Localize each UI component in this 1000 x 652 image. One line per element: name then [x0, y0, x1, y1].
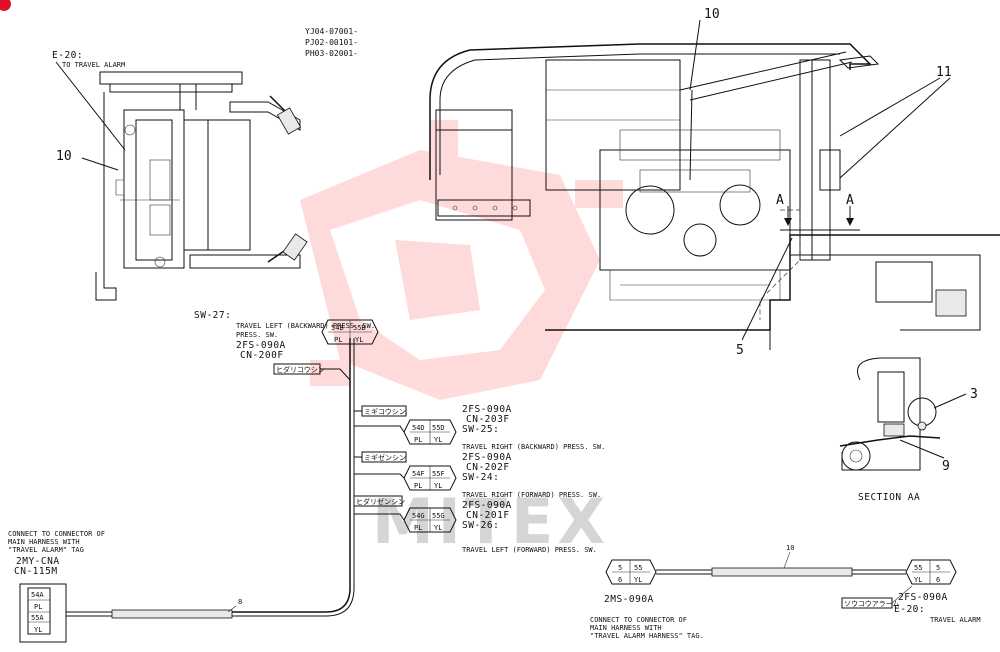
pin-color: YL: [634, 576, 642, 584]
sensor-sw27: SW-27: TRAVEL LEFT (BACKWARD) PRESS. SW.…: [194, 310, 379, 381]
lever-assembly-drawing: E-20: TO TRAVEL ALARM 10: [52, 50, 308, 301]
section-arrow-label: A: [846, 193, 854, 208]
pin-color: PL: [414, 524, 422, 532]
connector-cn: CN-115M: [14, 566, 58, 577]
sensor-desc: TRAVEL LEFT (BACKWARD) PRESS. SW.: [236, 322, 375, 330]
sensor-cn: CN-201F: [466, 510, 510, 521]
callout-11: 11: [936, 65, 952, 80]
part-number: YJ04-07001-: [305, 27, 358, 36]
sensor-sw24: ミギゼンシン 54F 55F PL YL 2FS-090A CN-202F SW…: [354, 451, 601, 499]
sensor-sw25: ミギコウシン 54D 55D PL YL 2FS-090A CN-203F SW…: [354, 404, 605, 451]
pin-label: 55D: [432, 424, 445, 432]
connector-part: 2FS-090A: [898, 592, 948, 603]
pin-label: 5: [936, 564, 940, 572]
arrow-down-icon: [784, 218, 792, 226]
pin-label: 54B: [331, 324, 344, 332]
sensor-code: SW-27:: [194, 310, 231, 321]
harness-tag: ミギゼンシン: [364, 453, 406, 462]
harness-tag: ミギコウシン: [364, 408, 406, 416]
pin-label: 55A: [31, 614, 44, 622]
sensor-code: SW-26:: [462, 520, 499, 531]
connect-note-line: "TRAVEL ALARM HARNESS" TAG.: [590, 632, 704, 640]
section-arrow-label: A: [776, 193, 784, 208]
sensor-part: 2FS-090A: [236, 340, 286, 351]
sensor-part: 2FS-090A: [462, 452, 512, 463]
pin-color: YL: [355, 336, 363, 344]
pin-label: 6: [936, 576, 940, 584]
callout-10-left: 10: [56, 149, 72, 164]
sensor-part: 2FS-090A: [462, 500, 512, 511]
pin-label: 54D: [412, 424, 425, 432]
watermark-logo-icon: [300, 120, 623, 400]
travel-alarm-desc: TRAVEL ALARM: [930, 616, 981, 624]
pin-color: PL: [414, 482, 422, 490]
sensor-desc: TRAVEL LEFT (FORWARD) PRESS. SW.: [462, 546, 597, 554]
connect-note-line: "TRAVEL ALARM" TAG: [8, 546, 84, 554]
connect-note-line: MAIN HARNESS WITH: [590, 624, 662, 632]
pin-label: 55B: [353, 324, 366, 332]
travel-alarm-desc: TO TRAVEL ALARM: [62, 61, 125, 69]
connector-part: 2MY-CNA: [16, 556, 60, 567]
pin-color: PL: [34, 603, 42, 611]
main-harness-line: [112, 338, 351, 613]
pin-label: 55: [634, 564, 642, 572]
harness-number: 10: [786, 544, 794, 552]
sensor-code: SW-25:: [462, 424, 499, 435]
pin-label: 54A: [31, 591, 44, 599]
sensor-part: 2FS-090A: [462, 404, 512, 415]
pin-color: PL: [334, 336, 342, 344]
sensor-cn: CN-200F: [240, 350, 284, 361]
harness-tag: ヒダリコウシン: [276, 365, 325, 374]
arrow-down-icon: [846, 218, 854, 226]
corner-marker-icon: [0, 0, 11, 11]
pin-label: 55: [914, 564, 922, 572]
part-number: PH03-02001-: [305, 49, 358, 58]
callout-9: 9: [942, 459, 950, 474]
pin-color: YL: [434, 436, 442, 444]
sensor-cn: CN-202F: [466, 462, 510, 473]
pin-label: 6: [618, 576, 622, 584]
sensor-cn: CN-203F: [466, 414, 510, 425]
pin-color: YL: [434, 482, 442, 490]
callout-10-engine: 10: [704, 7, 720, 22]
section-title: SECTION AA: [858, 492, 920, 503]
pin-label: 5: [618, 564, 622, 572]
main-harness-line: [112, 338, 355, 617]
connect-note-line: MAIN HARNESS WITH: [8, 538, 80, 546]
section-aa-drawing: 3 9 SECTION AA: [839, 357, 978, 503]
pin-label: 55F: [432, 470, 445, 478]
sensor-desc-2: PRESS. SW.: [236, 331, 278, 339]
pin-color: PL: [414, 436, 422, 444]
travel-alarm-harness: 5 55 6 YL 2MS-090A 10 55 5 YL 6 ソウコウアラーム…: [590, 544, 981, 640]
callout-3: 3: [970, 387, 978, 402]
harness-tag: ソウコウアラーム: [844, 600, 900, 608]
pin-label: 55G: [432, 512, 445, 520]
pin-label: 54F: [412, 470, 425, 478]
part-number: PJ02-00101-: [305, 38, 358, 47]
travel-alarm-code: E-20:: [894, 604, 925, 615]
main-connector-left: CONNECT TO CONNECTOR OF MAIN HARNESS WIT…: [8, 530, 242, 643]
pin-label: 54G: [412, 512, 425, 520]
sensor-desc: TRAVEL RIGHT (FORWARD) PRESS. SW.: [462, 491, 601, 499]
pin-color: YL: [34, 626, 42, 634]
connector-part: 2MS-090A: [604, 594, 654, 605]
connect-note-line: CONNECT TO CONNECTOR OF: [590, 616, 687, 624]
watermark-text: MITEX: [372, 485, 609, 558]
pin-color: YL: [914, 576, 922, 584]
part-number-list: YJ04-07001- PJ02-00101- PH03-02001-: [305, 27, 358, 58]
callout-5: 5: [736, 343, 744, 358]
sensor-desc: TRAVEL RIGHT (BACKWARD) PRESS. SW.: [462, 443, 605, 451]
sensor-code: SW-24:: [462, 472, 499, 483]
engine-compartment-drawing: 10 11 5 A A: [429, 7, 1000, 358]
sensor-sw26: ヒダリゼンシン 54G 55G PL YL 2FS-090A CN-201F S…: [353, 495, 597, 554]
harness-number: 8: [238, 598, 242, 606]
travel-alarm-code: E-20:: [52, 50, 83, 61]
connect-note-line: CONNECT TO CONNECTOR OF: [8, 530, 105, 538]
harness-tag: ヒダリゼンシン: [356, 497, 405, 506]
pin-color: YL: [434, 524, 442, 532]
